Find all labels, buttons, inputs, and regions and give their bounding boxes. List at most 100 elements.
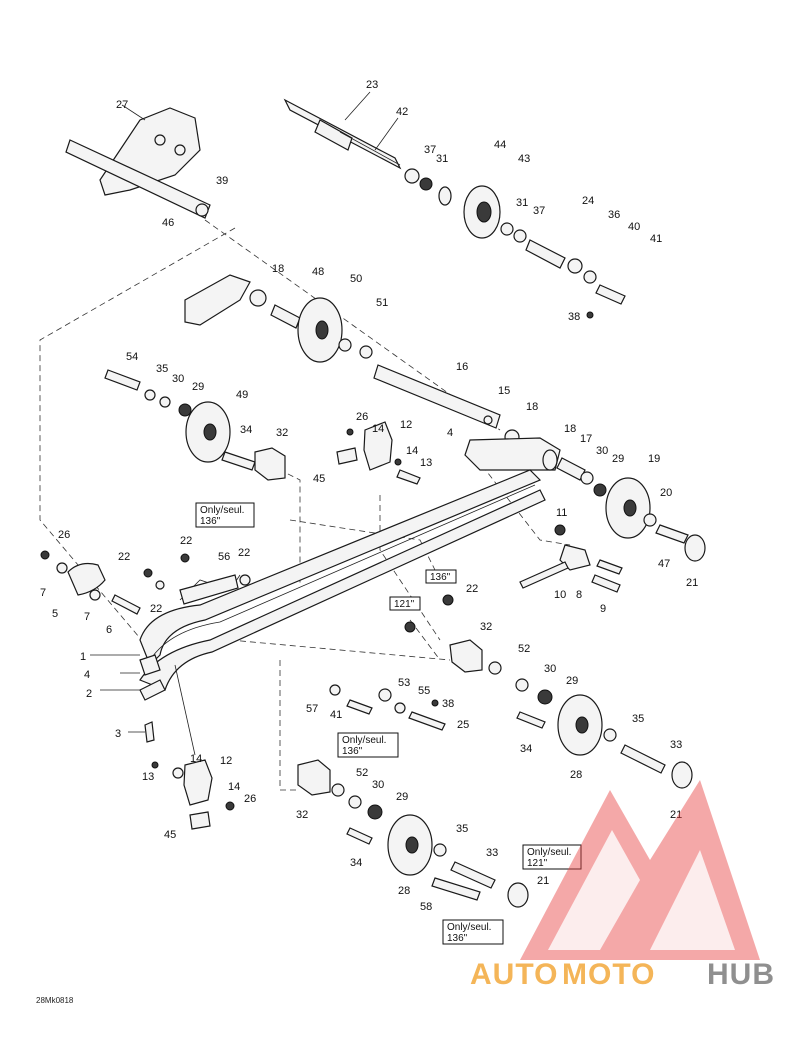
label-29d: 29 bbox=[396, 791, 408, 803]
label-29b: 29 bbox=[612, 453, 624, 465]
label-30b: 30 bbox=[596, 445, 608, 457]
label-32c: 32 bbox=[296, 809, 308, 821]
label-38: 38 bbox=[568, 311, 580, 323]
label-17: 17 bbox=[580, 433, 592, 445]
watermark-hub: HUB bbox=[707, 958, 775, 991]
svg-text:136": 136" bbox=[342, 746, 363, 757]
drawing-code: 28Mk0818 bbox=[36, 996, 74, 1005]
label-35b: 35 bbox=[632, 713, 644, 725]
label-51: 51 bbox=[376, 297, 388, 309]
label-29: 29 bbox=[192, 381, 204, 393]
slide-rail-frame bbox=[139, 469, 546, 701]
label-37: 37 bbox=[424, 144, 436, 156]
watermark-logo-icon bbox=[520, 780, 760, 960]
label-34: 34 bbox=[240, 424, 252, 436]
label-21: 21 bbox=[686, 577, 698, 589]
svg-text:121": 121" bbox=[394, 599, 415, 610]
svg-text:136": 136" bbox=[200, 516, 221, 527]
front-stopper-5 bbox=[40, 550, 141, 615]
pivot-arm-27 bbox=[65, 107, 211, 219]
label-28b: 28 bbox=[398, 885, 410, 897]
upper-idler-assembly bbox=[184, 274, 373, 363]
label-13: 13 bbox=[420, 457, 432, 469]
svg-text:Only/seul.: Only/seul. bbox=[200, 505, 244, 516]
label-36: 36 bbox=[608, 209, 620, 221]
label-35c: 35 bbox=[456, 823, 468, 835]
label-7b: 7 bbox=[84, 611, 90, 623]
label-31b: 31 bbox=[516, 197, 528, 209]
label-41: 41 bbox=[650, 233, 662, 245]
label-26: 26 bbox=[356, 411, 368, 423]
label-52b: 52 bbox=[356, 767, 368, 779]
label-27: 27 bbox=[116, 99, 128, 111]
label-38b: 38 bbox=[442, 698, 454, 710]
middle-fasteners bbox=[329, 684, 446, 731]
note-box-33: Only/seul. 121" bbox=[522, 844, 582, 870]
label-4b: 4 bbox=[84, 669, 90, 681]
label-3: 3 bbox=[115, 728, 121, 740]
callout-labels: 23 42 37 31 44 43 31 37 24 36 40 41 38 2… bbox=[40, 79, 698, 913]
label-34c: 34 bbox=[350, 857, 362, 869]
label-22a: 22 bbox=[118, 551, 130, 563]
label-26c: 26 bbox=[244, 793, 256, 805]
assembly-guide-lines bbox=[39, 219, 571, 791]
label-48: 48 bbox=[312, 266, 324, 278]
spacer-24 bbox=[525, 239, 626, 319]
label-24: 24 bbox=[582, 195, 594, 207]
label-19: 19 bbox=[648, 453, 660, 465]
label-25: 25 bbox=[457, 719, 469, 731]
left-wheel-set bbox=[104, 369, 256, 471]
label-23: 23 bbox=[366, 79, 378, 91]
watermark-auto: AUTO bbox=[470, 958, 558, 991]
svg-text:Only/seul.: Only/seul. bbox=[527, 847, 571, 858]
svg-text:Only/seul.: Only/seul. bbox=[447, 922, 491, 933]
label-30: 30 bbox=[172, 373, 184, 385]
label-18b: 18 bbox=[526, 401, 538, 413]
label-21b: 21 bbox=[670, 809, 682, 821]
label-14: 14 bbox=[372, 423, 384, 435]
label-47: 47 bbox=[658, 558, 670, 570]
label-22b: 22 bbox=[180, 535, 192, 547]
label-4: 4 bbox=[447, 427, 453, 439]
label-2: 2 bbox=[86, 688, 92, 700]
label-9: 9 bbox=[600, 603, 606, 615]
label-5: 5 bbox=[52, 608, 58, 620]
label-15: 15 bbox=[498, 385, 510, 397]
rear-axle-shaft bbox=[283, 98, 402, 170]
label-31: 31 bbox=[436, 153, 448, 165]
label-14d: 14 bbox=[228, 781, 240, 793]
label-33b: 33 bbox=[486, 847, 498, 859]
label-39: 39 bbox=[216, 175, 228, 187]
slider-block-12-top bbox=[336, 421, 421, 485]
label-46: 46 bbox=[162, 217, 174, 229]
watermark-moto: MOTO bbox=[562, 958, 655, 991]
label-12: 12 bbox=[400, 419, 412, 431]
label-41b: 41 bbox=[330, 709, 342, 721]
svg-text:136": 136" bbox=[447, 933, 468, 944]
label-16: 16 bbox=[456, 361, 468, 373]
label-26b: 26 bbox=[58, 529, 70, 541]
label-30d: 30 bbox=[372, 779, 384, 791]
stopper-assembly-8 bbox=[519, 524, 623, 593]
svg-text:Only/seul.: Only/seul. bbox=[342, 735, 386, 746]
note-box-121: 121" bbox=[389, 596, 421, 611]
label-53: 53 bbox=[398, 677, 410, 689]
label-45: 45 bbox=[313, 473, 325, 485]
automotohub-watermark: AUTO MOTO HUB bbox=[470, 780, 775, 991]
label-11: 11 bbox=[556, 507, 567, 519]
label-32: 32 bbox=[276, 427, 288, 439]
note-box-58: Only/seul. 136" bbox=[442, 919, 504, 945]
label-42: 42 bbox=[396, 106, 408, 118]
label-10: 10 bbox=[554, 589, 566, 601]
right-wheel-set-upper bbox=[464, 437, 706, 562]
label-6: 6 bbox=[106, 624, 112, 636]
label-20: 20 bbox=[660, 487, 672, 499]
label-18c: 18 bbox=[564, 423, 576, 435]
center-wheel-set-lower bbox=[297, 759, 529, 908]
right-wheel-set-lower bbox=[449, 639, 693, 789]
label-55: 55 bbox=[418, 685, 430, 697]
label-22c: 22 bbox=[238, 547, 250, 559]
label-28: 28 bbox=[570, 769, 582, 781]
label-32b: 32 bbox=[480, 621, 492, 633]
